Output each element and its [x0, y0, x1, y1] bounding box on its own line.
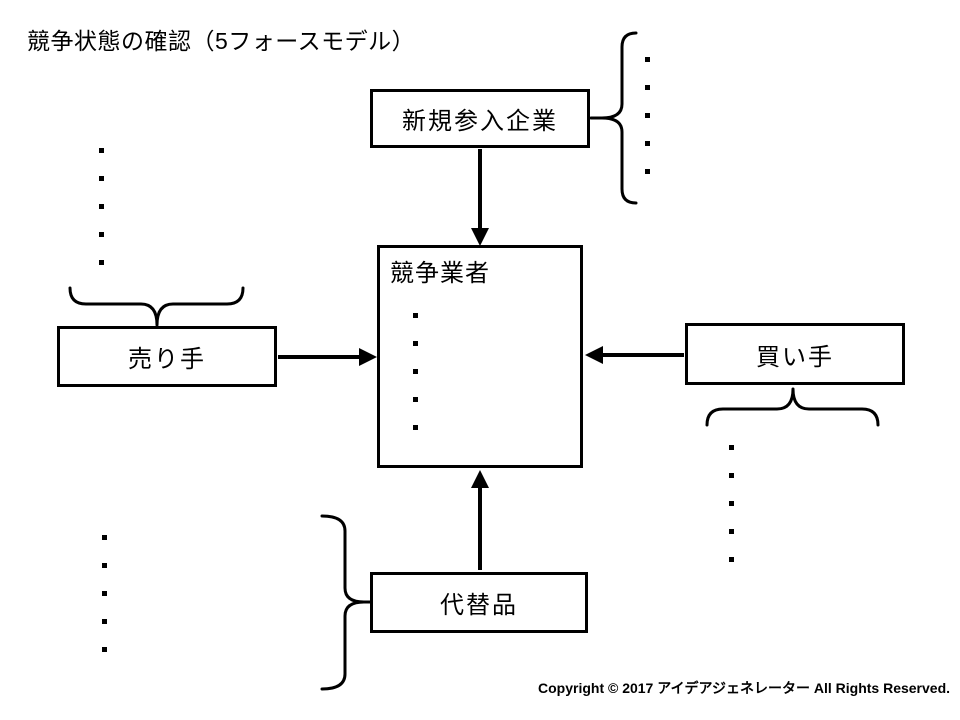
bullet-icon — [729, 557, 734, 562]
bullet-icon — [102, 563, 107, 568]
page-title: 競争状態の確認（5フォースモデル） — [27, 28, 416, 54]
brace-buyers — [705, 387, 880, 427]
bullet-icon — [99, 204, 104, 209]
bullet-icon — [99, 176, 104, 181]
brace-substitutes — [320, 514, 373, 691]
bullet-icon — [729, 445, 734, 450]
bullet-icon — [413, 397, 418, 402]
arrow-right-icon — [278, 348, 377, 366]
bullet-icon — [645, 169, 650, 174]
bullet-icon — [729, 529, 734, 534]
competitors-box: 競争業者 — [377, 245, 583, 468]
new-entrants-box: 新規参入企業 — [370, 89, 590, 148]
bullet-list-new-entrants — [645, 57, 650, 174]
bullet-icon — [645, 57, 650, 62]
bullet-icon — [645, 141, 650, 146]
bullet-icon — [413, 425, 418, 430]
sellers-box: 売り手 — [57, 326, 277, 387]
bullet-list-substitutes — [102, 535, 107, 652]
bullet-icon — [99, 232, 104, 237]
bullet-icon — [99, 148, 104, 153]
brace-new-entrants — [589, 31, 638, 205]
bullet-list-competitors — [413, 313, 418, 430]
bullet-icon — [102, 591, 107, 596]
arrow-up-icon — [471, 470, 489, 570]
bullet-list-buyers — [729, 445, 734, 562]
arrow-down-icon — [471, 149, 489, 246]
substitutes-label: 代替品 — [440, 592, 518, 619]
bullet-icon — [729, 473, 734, 478]
bullet-icon — [99, 260, 104, 265]
bullet-icon — [645, 113, 650, 118]
competitors-label: 競争業者 — [390, 260, 490, 287]
bullet-icon — [413, 341, 418, 346]
bullet-icon — [102, 647, 107, 652]
copyright-text: Copyright © 2017 アイデアジェネレーター All Rights … — [538, 680, 951, 696]
bullet-icon — [729, 501, 734, 506]
brace-sellers — [68, 286, 245, 327]
new-entrants-label: 新規参入企業 — [402, 108, 558, 135]
bullet-icon — [413, 369, 418, 374]
sellers-label: 売り手 — [128, 346, 206, 373]
bullet-icon — [102, 619, 107, 624]
arrow-left-icon — [585, 346, 684, 364]
buyers-box: 買い手 — [685, 323, 905, 385]
bullet-list-sellers — [99, 148, 104, 265]
bullet-icon — [102, 535, 107, 540]
bullet-icon — [645, 85, 650, 90]
bullet-icon — [413, 313, 418, 318]
buyers-label: 買い手 — [756, 343, 834, 371]
substitutes-box: 代替品 — [370, 572, 588, 633]
